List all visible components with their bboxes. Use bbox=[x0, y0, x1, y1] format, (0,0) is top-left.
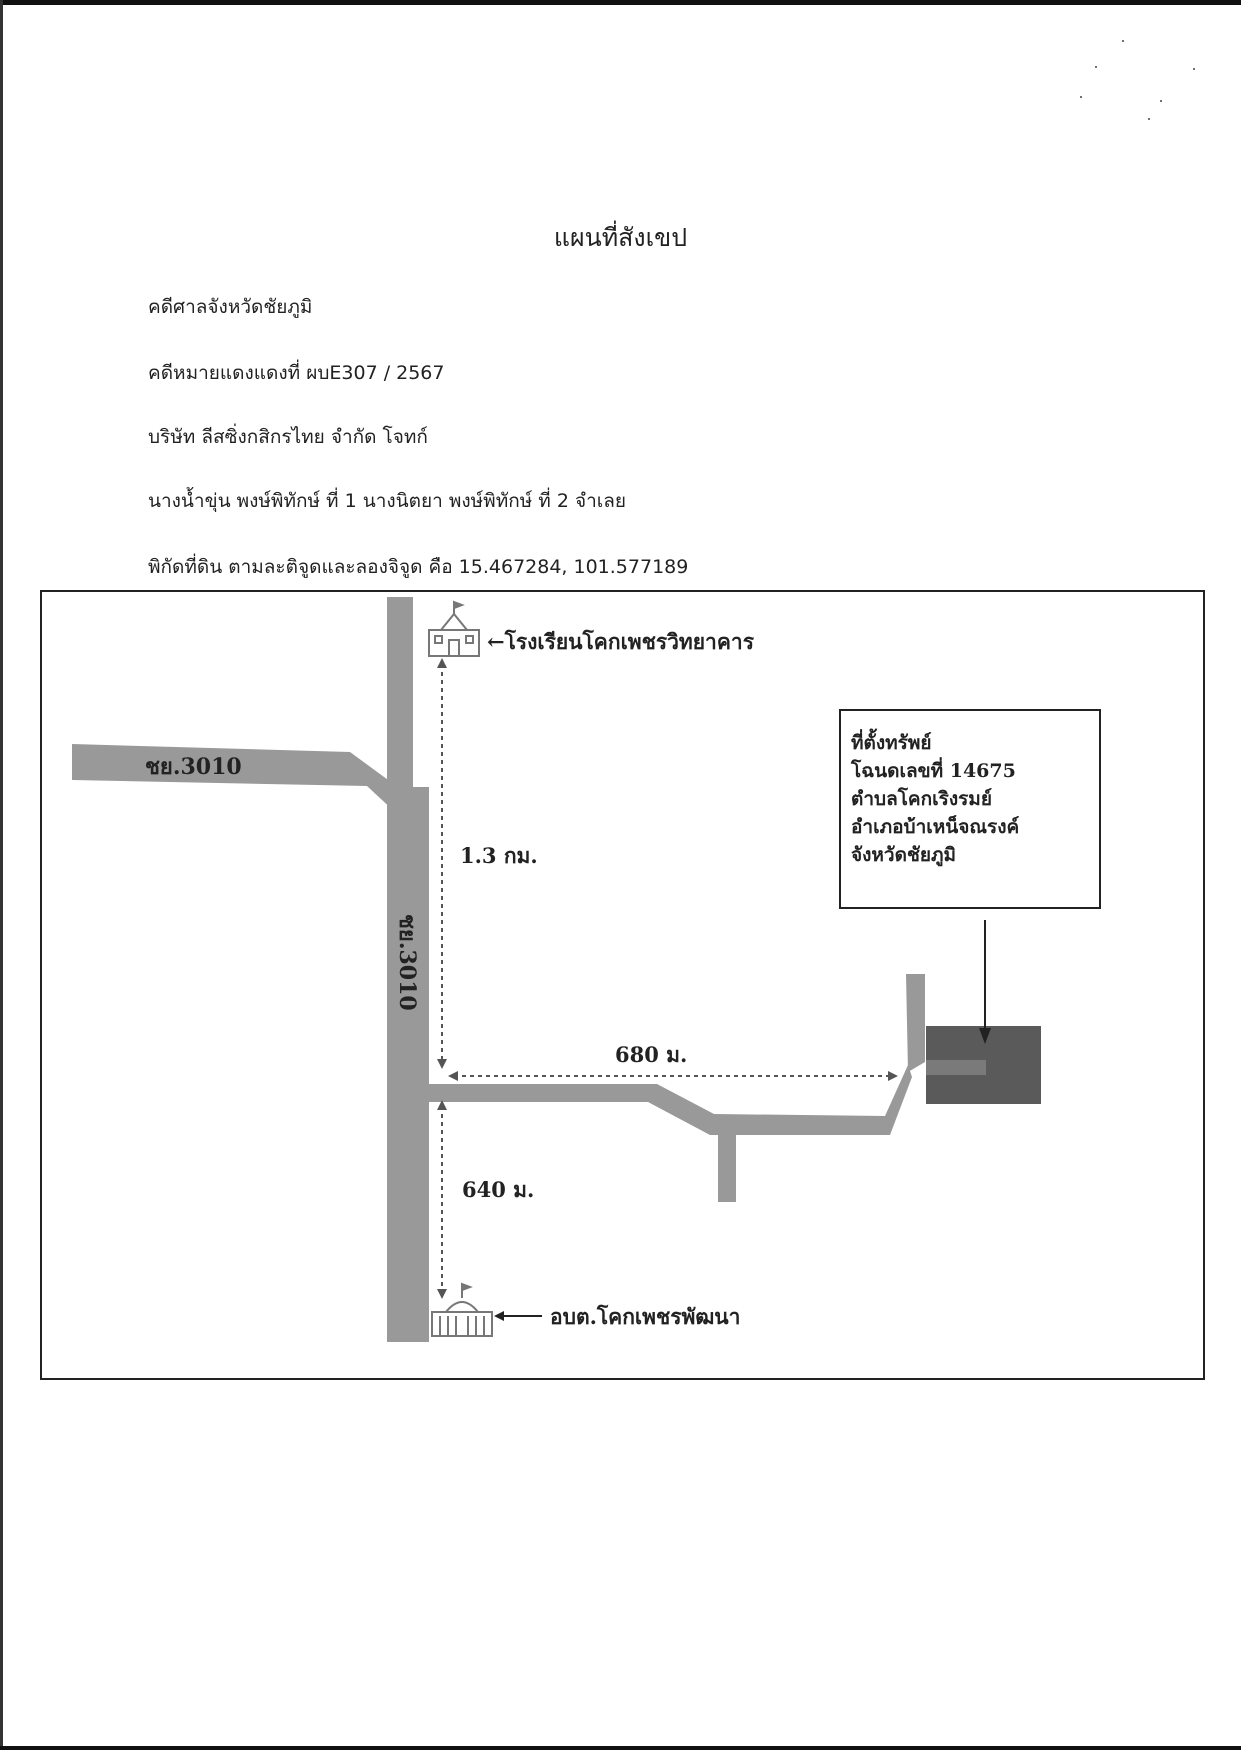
road-main-vertical-lower bbox=[387, 787, 429, 1342]
property-box-line-4: อำเภอบ้าเหน็จณรงค์ bbox=[851, 816, 1020, 838]
page-title: แผนที่สังเขป bbox=[553, 223, 688, 252]
school-building-icon bbox=[428, 600, 480, 657]
scan-speck bbox=[1122, 40, 1124, 42]
office-label: อบต.โคกเพชรพัฒนา bbox=[550, 1304, 740, 1329]
scan-speck bbox=[1148, 118, 1150, 120]
property-box-line-3: ตำบลโคกเริงรมย์ bbox=[851, 788, 992, 810]
land-plot-access bbox=[926, 1060, 986, 1075]
scan-edge-left bbox=[0, 0, 3, 1750]
office-pointer-arrow bbox=[494, 1311, 542, 1321]
road-east bbox=[427, 1065, 912, 1135]
road-vertical-label: ชย.3010 bbox=[394, 914, 420, 1011]
plaintiff-line: บริษัท ลีสซิ่งกสิกรไทย จำกัด โจทก์ bbox=[148, 426, 428, 448]
scan-edge-top bbox=[0, 0, 1241, 5]
distance-north-label: 1.3 กม. bbox=[460, 843, 538, 868]
sketch-map-canvas: ←โรงเรียนโคกเพชรวิทยาคาร อบต.โคกเพชรพัฒน… bbox=[72, 597, 1041, 1342]
arrowhead-north-bottom bbox=[437, 1059, 447, 1069]
school-label: ←โรงเรียนโคกเพชรวิทยาคาร bbox=[487, 629, 755, 654]
property-box-line-2: โฉนดเลขที่ 14675 bbox=[851, 760, 1016, 782]
arrowhead-north-top bbox=[437, 658, 447, 668]
road-main-vertical bbox=[387, 597, 413, 792]
property-box-line-1: ที่ตั้งทรัพย์ bbox=[851, 732, 932, 754]
arrowhead-south-top bbox=[437, 1100, 447, 1110]
distance-east-label: 680 ม. bbox=[615, 1042, 687, 1067]
road-west bbox=[72, 744, 410, 826]
distance-south-label: 640 ม. bbox=[462, 1177, 534, 1202]
road-spur-north bbox=[906, 974, 925, 1072]
pointer-arrowhead bbox=[979, 1028, 991, 1044]
arrowhead-east-left bbox=[448, 1071, 458, 1081]
road-spur-south bbox=[718, 1122, 736, 1202]
scan-speck bbox=[1193, 68, 1195, 70]
scan-speck bbox=[1095, 66, 1097, 68]
court-line: คดีศาลจังหวัดชัยภูมิ bbox=[148, 296, 313, 318]
scan-speck bbox=[1160, 100, 1162, 102]
defendants-line: นางน้ำขุ่น พงษ์พิทักษ์ ที่ 1 นางนิตยา พง… bbox=[148, 490, 627, 512]
scan-speck bbox=[1080, 96, 1082, 98]
road-horizontal-label: ชย.3010 bbox=[145, 754, 242, 780]
arrowhead-south-bottom bbox=[437, 1289, 447, 1299]
property-location-box: ที่ตั้งทรัพย์ โฉนดเลขที่ 14675 ตำบลโคกเร… bbox=[839, 709, 1101, 909]
property-box-line-5: จังหวัดชัยภูมิ bbox=[851, 844, 957, 866]
case-number-line: คดีหมายแดงแดงที่ ผบE307 / 2567 bbox=[148, 362, 445, 384]
sketch-map: ←โรงเรียนโคกเพชรวิทยาคาร อบต.โคกเพชรพัฒน… bbox=[40, 590, 1205, 1380]
arrowhead-east-right bbox=[888, 1071, 898, 1081]
scan-edge-bottom bbox=[0, 1746, 1241, 1750]
government-office-icon bbox=[431, 1282, 493, 1337]
coordinates-line: พิกัดที่ดิน ตามละติจูดและลองจิจูด คือ 15… bbox=[148, 556, 689, 578]
